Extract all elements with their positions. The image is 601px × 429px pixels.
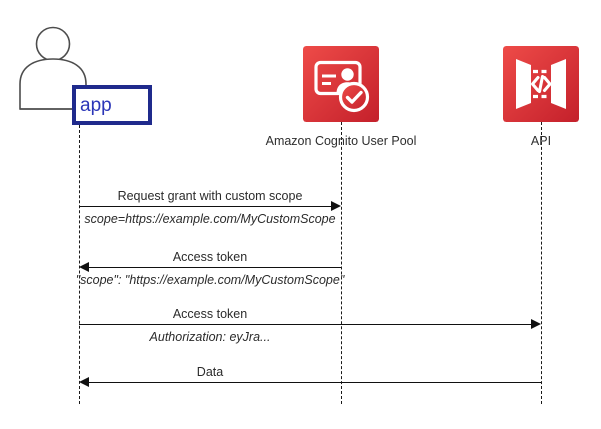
message-arrow-head-4 xyxy=(79,377,89,387)
message-arrow-head-1 xyxy=(331,201,341,211)
message-label-2: Access token xyxy=(172,250,248,264)
message-arrow-head-3 xyxy=(531,319,541,329)
participant-app-label: app xyxy=(80,94,112,116)
message-label-1: Request grant with custom scope xyxy=(117,189,303,203)
message-label-4: Data xyxy=(196,365,224,379)
message-sublabel-3: Authorization: eyJra... xyxy=(149,330,271,344)
participant-app-box xyxy=(72,85,152,125)
message-arrow-line-4 xyxy=(89,382,541,383)
message-arrow-head-2 xyxy=(79,262,89,272)
message-arrow-line-1 xyxy=(79,206,331,207)
participant-cognito-label: Amazon Cognito User Pool xyxy=(265,134,417,148)
lifeline-cognito xyxy=(341,122,342,404)
message-arrow-line-2 xyxy=(89,267,341,268)
aws-api-gateway-icon xyxy=(503,46,579,122)
message-label-3: Access token xyxy=(172,307,248,321)
message-sublabel-1: scope=https://example.com/MyCustomScope xyxy=(84,212,336,226)
participant-api-label: API xyxy=(530,134,552,148)
actor-user-icon xyxy=(19,26,87,110)
lifeline-api xyxy=(541,122,542,404)
aws-cognito-user-pool-icon xyxy=(303,46,379,122)
message-arrow-line-3 xyxy=(79,324,531,325)
message-sublabel-2: "scope": "https://example.com/MyCustomSc… xyxy=(75,273,345,287)
